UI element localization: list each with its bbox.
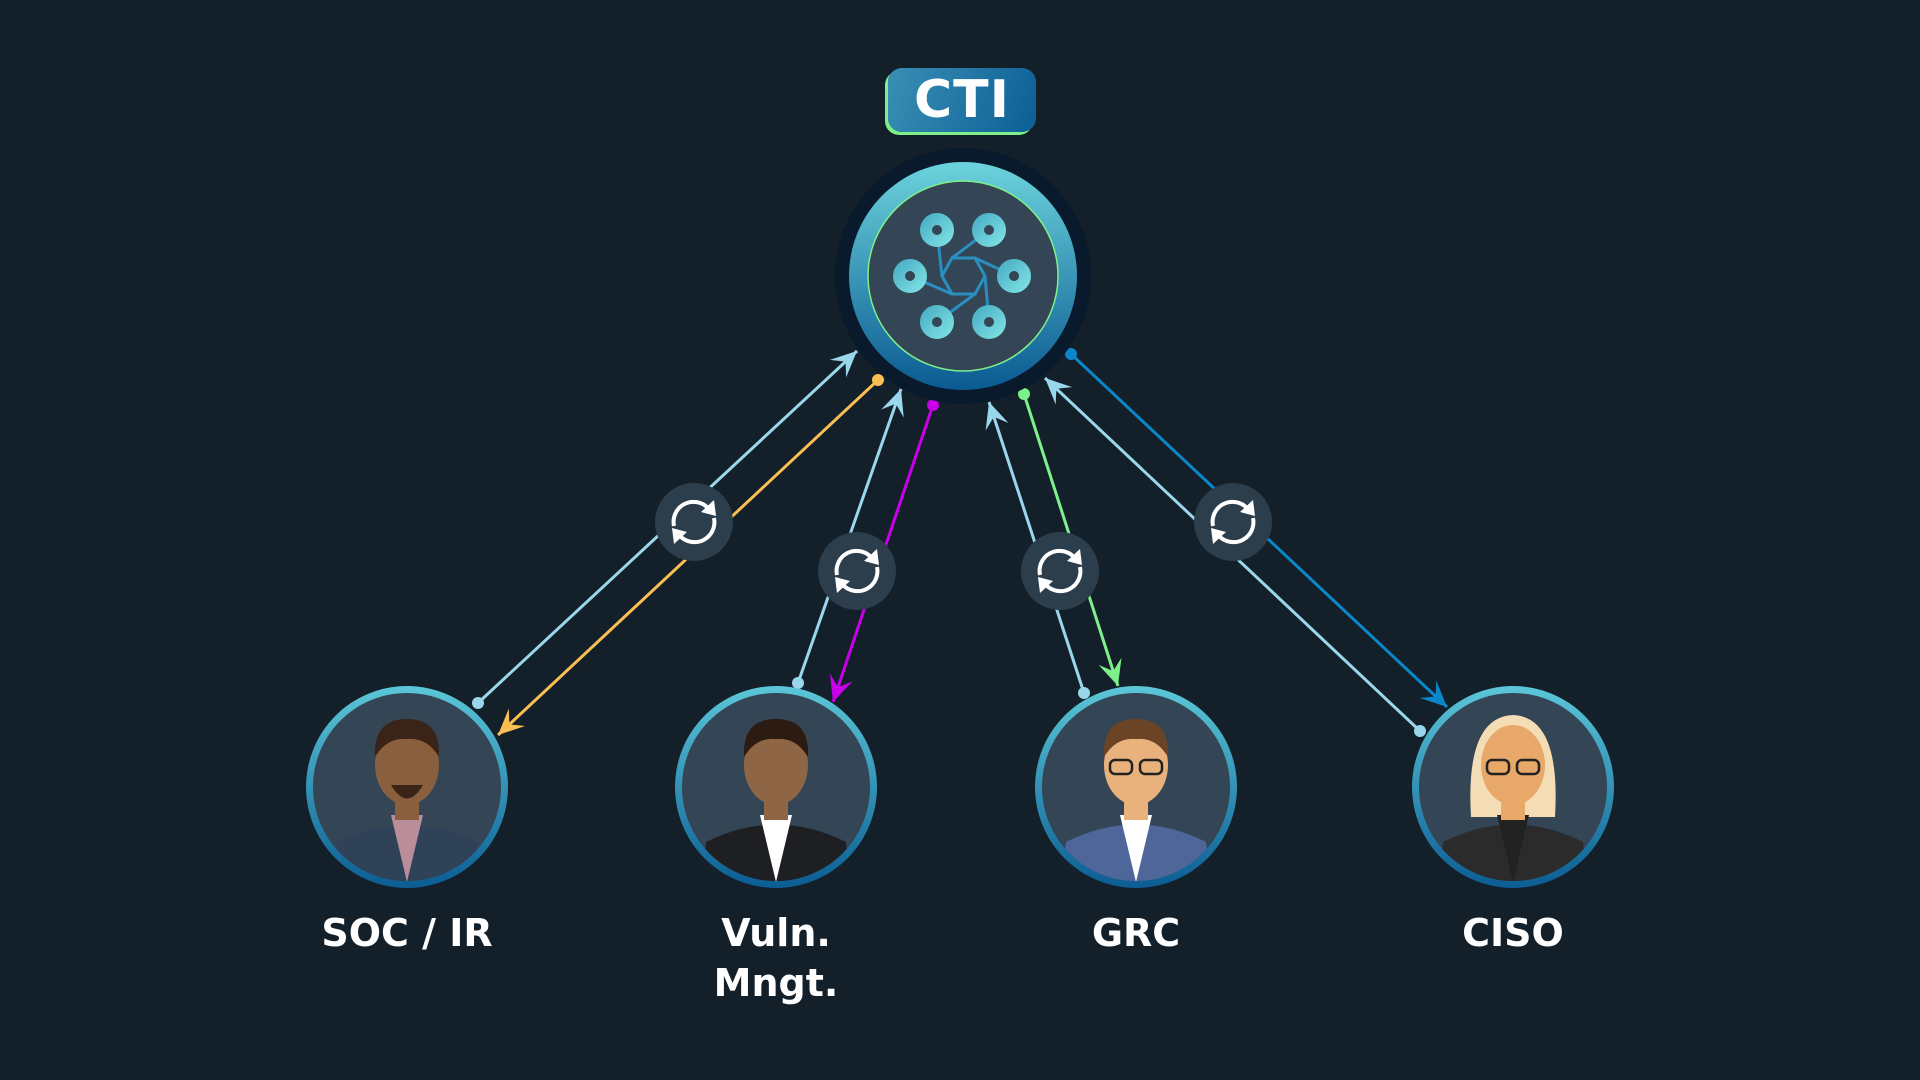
arrowhead-icon xyxy=(1045,378,1073,405)
vuln-label-line1: Vuln. xyxy=(721,911,831,955)
grc-label: GRC xyxy=(1091,911,1181,955)
sync-icon[interactable] xyxy=(818,532,896,610)
vuln-label-line2: Mngt. xyxy=(713,961,839,1005)
soc-ir-avatar[interactable] xyxy=(306,686,508,888)
arrowhead-icon xyxy=(829,351,857,378)
arrowhead-icon xyxy=(829,673,853,702)
vuln-mngt-label: Vuln. Mngt. xyxy=(646,908,906,1008)
sync-icon[interactable] xyxy=(655,483,733,561)
arrowhead-icon xyxy=(498,708,526,735)
vuln-mngt-avatar[interactable] xyxy=(675,686,877,888)
arrowhead-icon xyxy=(985,402,1009,431)
ciso-avatar[interactable] xyxy=(1412,686,1614,888)
ciso-label: CISO xyxy=(1462,911,1564,955)
cti-badge: CTI xyxy=(888,68,1036,132)
sync-icon[interactable] xyxy=(1021,532,1099,610)
sync-icon[interactable] xyxy=(1194,483,1272,561)
arrowhead-icon xyxy=(1098,657,1122,686)
cti-hub[interactable] xyxy=(835,148,1091,404)
arrowhead-icon xyxy=(1419,680,1447,707)
soc-ir-label: SOC / IR xyxy=(321,911,493,955)
grc-avatar[interactable] xyxy=(1035,686,1237,888)
arrowhead-icon xyxy=(881,389,904,418)
